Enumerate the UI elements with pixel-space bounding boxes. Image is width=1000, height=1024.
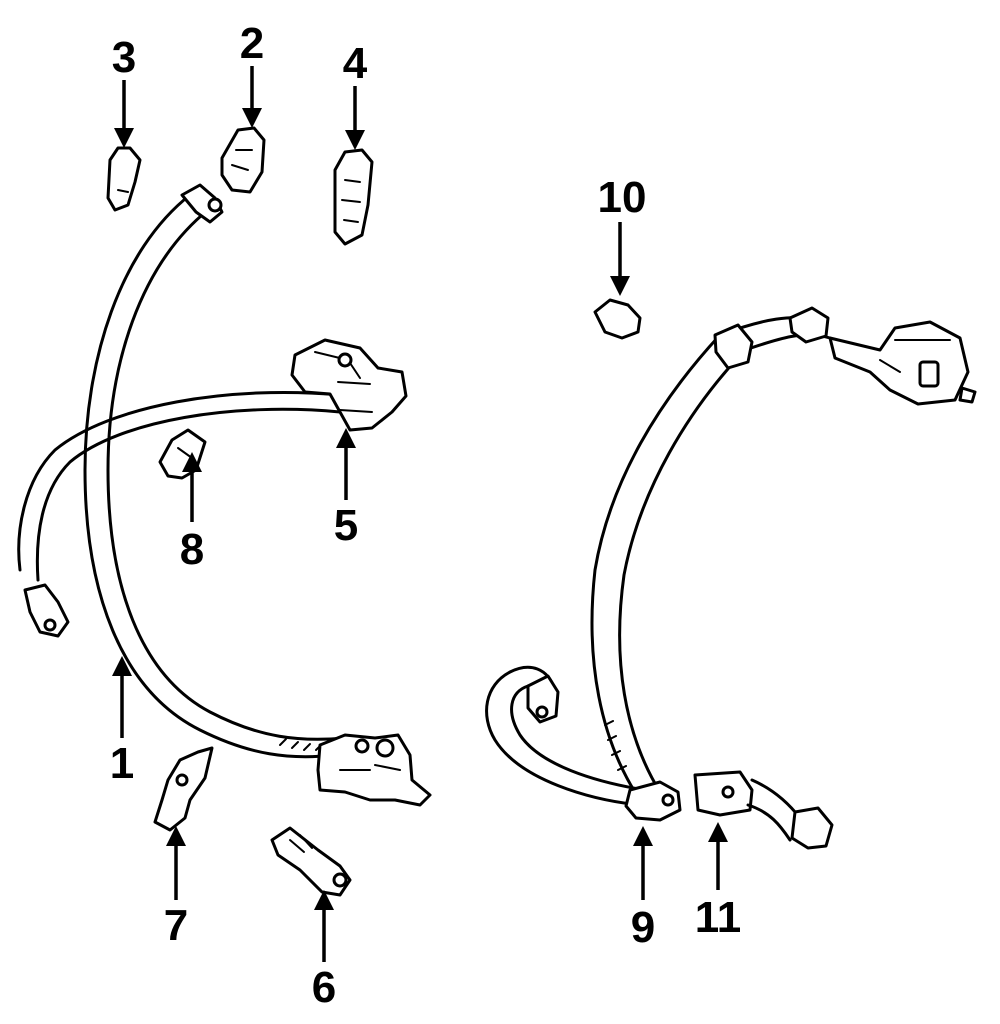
part-4-adjuster (333, 148, 374, 246)
arrow-head-2 (242, 108, 262, 128)
arrow-head-10 (610, 276, 630, 296)
callout-10: 10 (598, 173, 647, 296)
part-6-bolt (270, 826, 352, 897)
callout-2: 2 (240, 19, 264, 128)
part-2-guide (220, 126, 266, 194)
part-5-retractor (290, 338, 408, 432)
callout-1: 1 (110, 656, 134, 788)
callout-label-2: 2 (240, 19, 264, 68)
callout-label-6: 6 (312, 963, 336, 1012)
callout-label-9: 9 (631, 903, 655, 952)
part-9-belt (590, 306, 832, 802)
callout-3: 3 (112, 33, 136, 148)
callout-label-3: 3 (112, 33, 136, 82)
callout-label-10: 10 (598, 173, 647, 222)
callout-5: 5 (334, 428, 358, 550)
part-1-belt (83, 183, 347, 759)
part-11-buckle (693, 770, 834, 850)
arrow-head-9 (633, 826, 653, 846)
callout-11: 11 (695, 822, 742, 942)
arrow-head-8 (182, 452, 202, 472)
callout-label-5: 5 (334, 501, 358, 550)
callout-7: 7 (164, 826, 188, 950)
arrow-head-5 (336, 428, 356, 448)
callout-label-11: 11 (695, 893, 742, 942)
upper-retractor (828, 320, 977, 406)
arrow-head-3 (114, 128, 134, 148)
callout-6: 6 (312, 890, 336, 1012)
arrow-head-6 (314, 890, 334, 910)
arrow-head-4 (345, 130, 365, 150)
callout-9: 9 (631, 826, 655, 952)
part-10-cap (593, 298, 642, 340)
callout-label-1: 1 (110, 739, 134, 788)
lower-loop-belt (485, 665, 647, 807)
arrow-head-11 (708, 822, 728, 842)
callout-4: 4 (343, 39, 368, 150)
callout-8: 8 (180, 452, 204, 574)
arrow-head-7 (166, 826, 186, 846)
lap-belt (17, 390, 342, 638)
callout-label-7: 7 (164, 901, 188, 950)
arrow-head-1 (112, 656, 132, 676)
callout-label-4: 4 (343, 39, 368, 88)
callout-label-8: 8 (180, 525, 204, 574)
part-1-lower-retractor (316, 733, 432, 807)
part-3-cover (106, 146, 142, 212)
part-9-buckle (624, 780, 682, 822)
part-7-bracket (153, 746, 214, 832)
